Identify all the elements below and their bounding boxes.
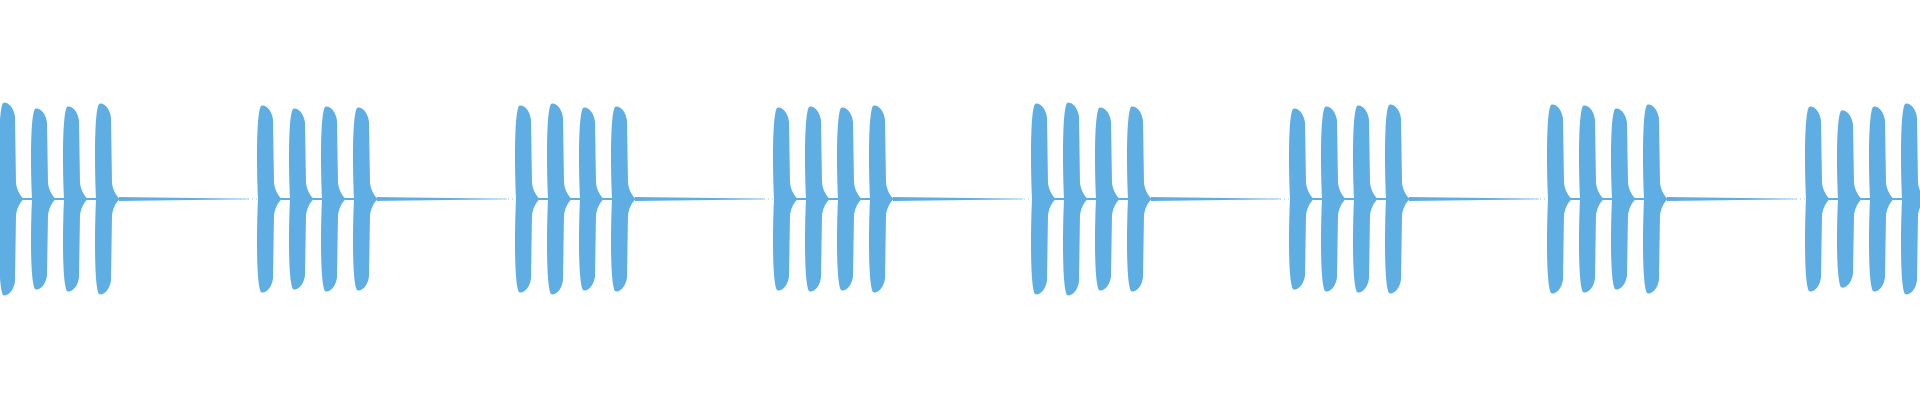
burst-3-3 [579,107,604,291]
burst-group-3 [515,103,765,295]
burst-1-2 [31,108,56,290]
burst-group-1 [0,102,249,296]
burst-group-5 [1031,102,1281,296]
burst-3-4 [611,106,636,292]
burst-8-1 [1805,106,1830,292]
burst-group-7 [1547,104,1797,294]
burst-3-1 [515,105,540,293]
burst-6-2 [1321,106,1346,292]
burst-7-2 [1579,105,1604,293]
burst-5-1 [1031,103,1056,295]
burst-5-2 [1063,102,1088,296]
burst-6-1 [1289,108,1314,290]
burst-group-8 [1805,103,1920,295]
decay-tail [1151,197,1281,201]
burst-6-4 [1385,104,1410,294]
burst-6-3 [1353,105,1378,293]
burst-5-4 [1127,106,1152,292]
burst-4-1 [773,107,798,291]
burst-2-4 [353,107,378,291]
burst-1-1 [0,102,24,296]
burst-3-2 [547,103,572,295]
burst-2-3 [321,106,346,292]
burst-group-4 [773,105,1023,293]
burst-7-3 [1611,108,1636,290]
decay-tail [377,197,507,201]
burst-7-4 [1643,104,1668,294]
decay-tail [635,197,765,201]
decay-tail [893,197,1023,201]
burst-1-4 [95,103,120,295]
burst-4-3 [837,107,862,291]
burst-7-1 [1547,104,1572,294]
burst-4-4 [869,105,894,293]
burst-5-3 [1095,107,1120,291]
decay-tail [1409,197,1539,201]
burst-group-2 [257,105,507,293]
burst-1-3 [63,106,88,292]
burst-group-6 [1289,104,1539,294]
burst-2-1 [257,105,282,293]
burst-8-3 [1869,106,1894,292]
burst-8-2 [1837,110,1862,288]
burst-2-2 [289,108,314,290]
burst-4-2 [805,106,830,292]
decay-tail [119,197,249,201]
decay-tail [1667,197,1797,201]
burst-8-4 [1901,103,1920,295]
